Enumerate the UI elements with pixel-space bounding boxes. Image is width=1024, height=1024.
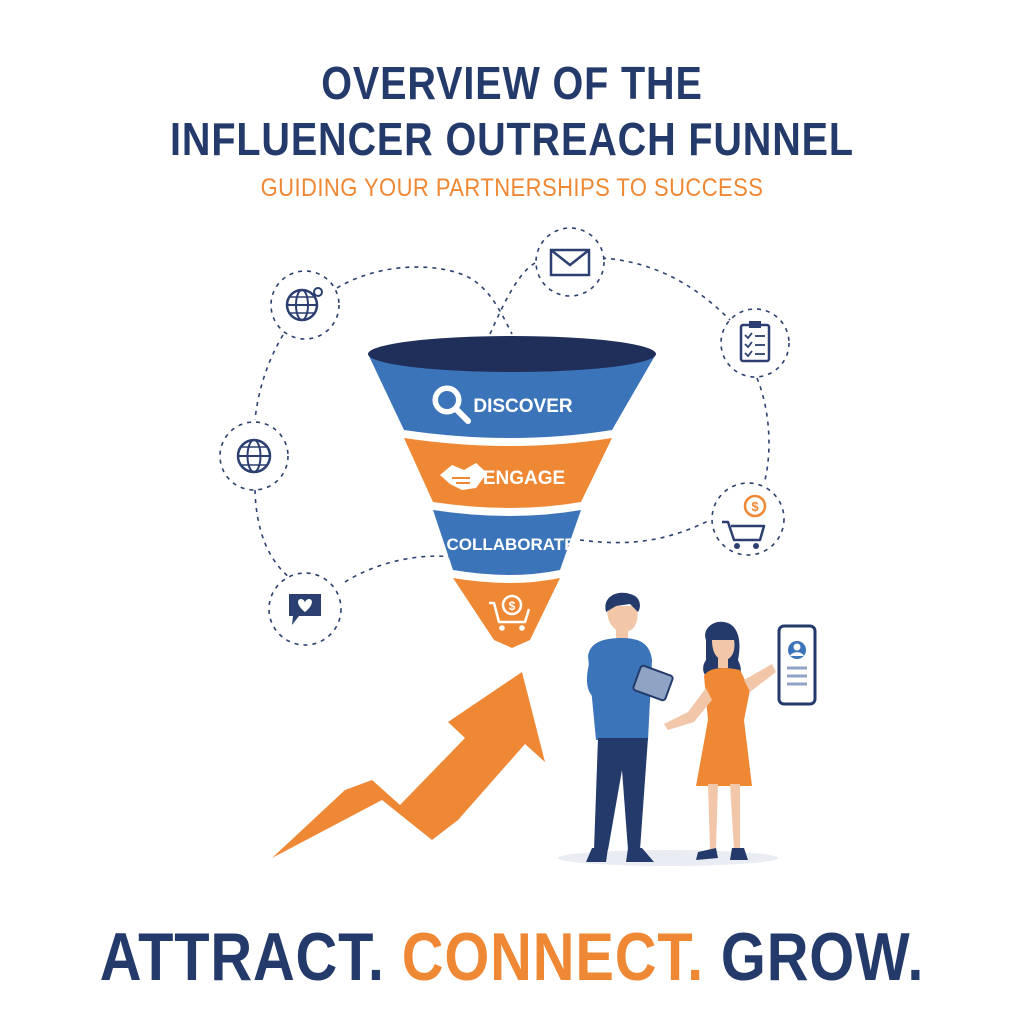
tagline-word-attract: ATTRACT. bbox=[99, 919, 385, 995]
tagline: ATTRACT. CONNECT. GROW. bbox=[77, 918, 947, 996]
growth-arrow bbox=[272, 672, 545, 858]
handshake-icon bbox=[440, 463, 487, 490]
funnel-stage-collaborate bbox=[433, 510, 581, 575]
svg-text:$: $ bbox=[751, 499, 759, 514]
globe-icon bbox=[270, 270, 340, 340]
orbit-paths bbox=[254, 257, 770, 583]
funnel-stage-engage bbox=[404, 438, 612, 508]
smartphone-profile-icon bbox=[777, 624, 817, 706]
stage-label-discover: DISCOVER bbox=[473, 396, 573, 417]
man-illustration bbox=[558, 592, 778, 866]
tagline-word-grow: GROW. bbox=[720, 919, 925, 995]
funnel-rim bbox=[368, 336, 656, 372]
globe-icon bbox=[219, 421, 289, 491]
clipboard-checklist-icon bbox=[720, 308, 790, 378]
tagline-word-connect: CONNECT. bbox=[401, 919, 704, 995]
woman-illustration bbox=[664, 621, 776, 860]
envelope-icon bbox=[535, 227, 605, 297]
page-title-line2: INFLUENCER OUTREACH FUNNEL bbox=[170, 113, 854, 165]
magnifier-icon bbox=[432, 385, 471, 424]
svg-text:$: $ bbox=[509, 599, 516, 613]
cart-dollar-icon: $ bbox=[711, 482, 785, 556]
stage-label-engage: ENGAGE bbox=[483, 468, 565, 489]
chat-heart-icon bbox=[268, 572, 342, 646]
cart-dollar-icon: $ bbox=[489, 594, 531, 631]
funnel bbox=[368, 336, 656, 648]
stage-label-collaborate: COLLABORATE bbox=[446, 535, 575, 554]
page-subtitle: GUIDING YOUR PARTNERSHIPS TO SUCCESS bbox=[260, 174, 764, 202]
funnel-stage-discover bbox=[368, 354, 656, 438]
page-title-line1: OVERVIEW OF THE bbox=[321, 57, 703, 109]
